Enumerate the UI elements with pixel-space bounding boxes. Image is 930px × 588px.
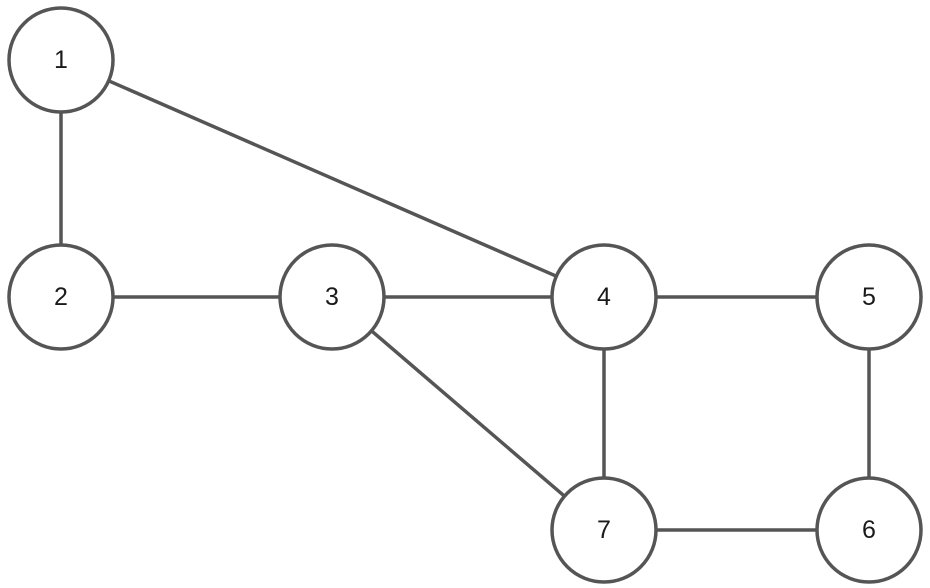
node-7: 7 — [550, 476, 658, 584]
nodes-layer: 1 2 3 4 5 6 7 — [7, 6, 923, 584]
node-5: 5 — [815, 243, 923, 351]
node-4: 4 — [550, 243, 658, 351]
node-circle — [278, 243, 386, 351]
node-circle — [815, 476, 923, 584]
node-2: 2 — [7, 243, 115, 351]
node-label: 5 — [862, 283, 876, 311]
edge-1-4 — [107, 79, 558, 278]
node-6: 6 — [815, 476, 923, 584]
node-1: 1 — [7, 6, 115, 114]
node-circle — [7, 243, 115, 351]
edge-3-7 — [370, 329, 566, 498]
node-3: 3 — [278, 243, 386, 351]
node-circle — [815, 243, 923, 351]
node-label: 3 — [325, 283, 339, 311]
node-label: 6 — [862, 516, 876, 544]
node-label: 4 — [597, 283, 611, 311]
node-circle — [550, 476, 658, 584]
node-circle — [550, 243, 658, 351]
edges-layer — [59, 79, 871, 532]
node-label: 1 — [54, 46, 68, 74]
node-label: 2 — [54, 283, 68, 311]
node-circle — [7, 6, 115, 114]
node-label: 7 — [597, 516, 611, 544]
